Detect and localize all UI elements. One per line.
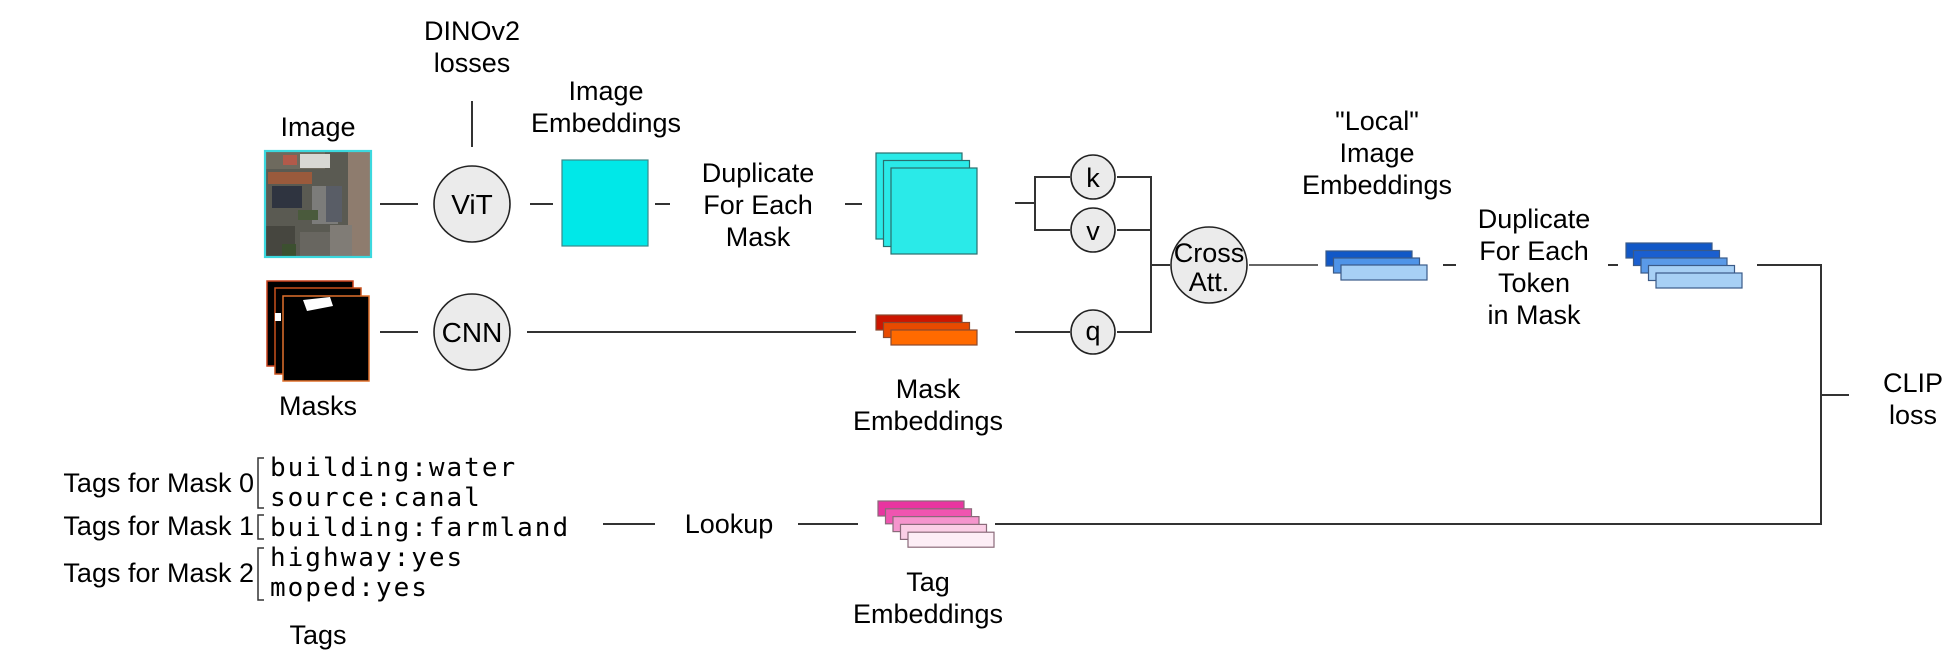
image-label: Image [280,112,355,142]
mask-stack [266,280,370,382]
duplicate-token-label-line2: For Each [1479,236,1589,266]
v-node: v [1070,207,1116,253]
duplicate-token-label-line3: Token [1498,268,1570,298]
dino-label-line1: DINOv2 [424,16,520,46]
v-label: v [1086,216,1100,246]
tag-embeddings-label-line2: Embeddings [853,599,1003,629]
image-embeddings-label-line1: Image [568,76,643,106]
cross-att-label-line2: Att. [1189,267,1230,297]
cross-attention-node: Cross Att. [1170,226,1248,304]
local-embeddings-label-line3: Embeddings [1302,170,1452,200]
duplicated-image-embeddings [875,152,978,255]
masks-label: Masks [279,391,357,421]
tag-group-label-0: Tags for Mask 0 [63,468,254,498]
input-image [263,149,373,259]
duplicate-token-label-line1: Duplicate [1478,204,1591,234]
tag-group-label-2: Tags for Mask 2 [63,558,254,588]
cnn-label: CNN [442,317,503,348]
bracket-clip [995,264,1849,525]
tag-group-label-1: Tags for Mask 1 [63,511,254,541]
vit-node: ViT [433,165,511,243]
local-embeddings-label-line2: Image [1339,138,1414,168]
dino-label-line2: losses [434,48,511,78]
tag-value: highway:yes [270,543,464,573]
tag-bracket-2 [257,547,264,601]
q-node: q [1070,309,1116,355]
q-label: q [1085,316,1100,346]
mask-embeddings-stack [875,314,978,346]
tag-bracket-1 [257,514,264,540]
tag-embeddings-label-line1: Tag [906,567,950,597]
tags-label: Tags [289,620,346,650]
image-embedding-block [561,159,649,247]
mask-embedding-2 [890,329,978,346]
duplicate-mask-label-line2: For Each [703,190,813,220]
bracket-kvq [1117,176,1170,333]
k-label: k [1086,163,1100,193]
mask-embeddings-label-line2: Embeddings [853,406,1003,436]
tag-value: building:farmland [270,513,570,543]
tag-bracket-0 [257,457,264,509]
local-image-embeddings-stack [1325,250,1428,281]
vit-label: ViT [451,189,493,220]
duplicate-mask-label-line1: Duplicate [702,158,815,188]
tag-value: moped:yes [270,573,429,603]
tag-embeddings-stack [877,500,995,548]
local-image-embedding-2 [1340,264,1428,281]
duplicate-mask-label-line3: Mask [726,222,791,252]
image-embedding-0 [561,159,649,247]
cnn-node: CNN [433,293,511,371]
mask-2 [282,295,370,382]
clip-loss-label-line2: loss [1889,400,1937,430]
image-embeddings-label-line2: Embeddings [531,108,681,138]
duplicated-image-embedding-2 [890,167,978,255]
duplicate-token-label-line4: in Mask [1487,300,1581,330]
bracket-kv [1015,176,1070,231]
mask-embeddings-label-line1: Mask [896,374,961,404]
local-embeddings-label-line1: "Local" [1335,106,1419,136]
tag-embedding-4 [907,531,995,548]
token-image-embeddings-stack [1625,242,1743,289]
k-node: k [1070,154,1116,200]
tag-value: building:water [270,453,517,483]
tag-value: source:canal [270,483,482,513]
clip-loss-label-line1: CLIP [1883,368,1943,398]
cross-att-label-line1: Cross [1174,238,1245,268]
lookup-label: Lookup [685,509,774,539]
token-image-embedding-4 [1655,272,1743,289]
